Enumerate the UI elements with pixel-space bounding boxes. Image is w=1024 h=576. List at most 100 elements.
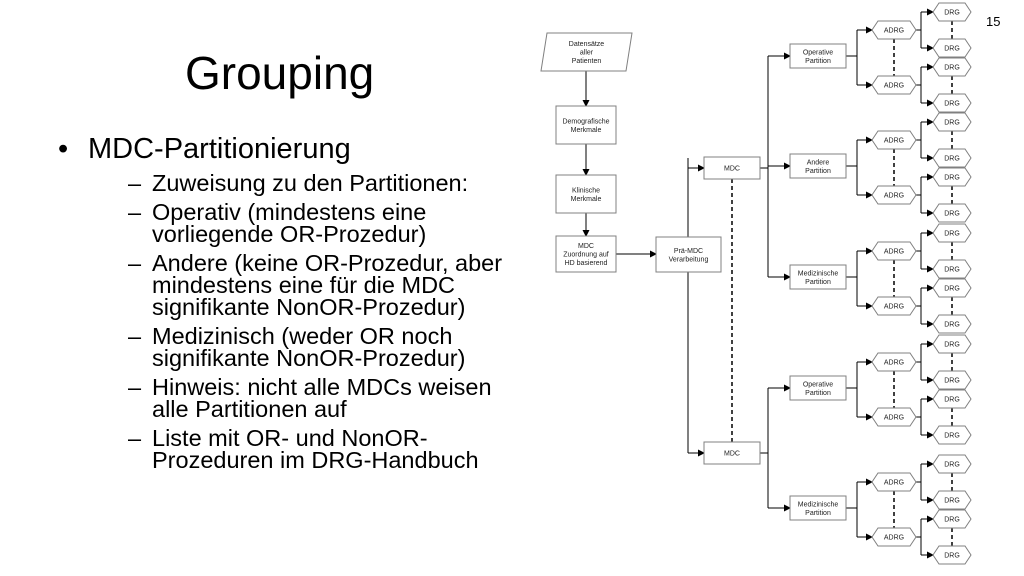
node-label: DRG xyxy=(944,517,960,524)
node-label: ADRG xyxy=(884,249,904,256)
node-label: Merkmale xyxy=(571,127,602,134)
node-label: Prä-MDC xyxy=(674,248,703,255)
hexagon-drg xyxy=(932,370,972,390)
box-demografische-merkmale xyxy=(555,105,617,145)
box-partition xyxy=(789,375,847,401)
dash-icon: – xyxy=(128,374,142,400)
node-label: Demografische xyxy=(562,118,609,125)
node-label: Merkmale xyxy=(571,196,602,203)
node-label: HD basierend xyxy=(565,260,608,267)
hexagon-adrg xyxy=(871,472,917,492)
dash-icon: – xyxy=(128,199,142,225)
node-label: DRG xyxy=(944,322,960,329)
hexagon-drg xyxy=(932,334,972,354)
node-label: Patienten xyxy=(572,58,602,65)
hexagon-adrg xyxy=(871,352,917,372)
hexagon-adrg xyxy=(871,20,917,40)
dash-icon: – xyxy=(128,323,142,349)
hexagon-drg xyxy=(932,93,972,113)
node-label: ADRG xyxy=(884,138,904,145)
hexagon-drg xyxy=(932,545,972,565)
node-label: DRG xyxy=(944,120,960,127)
box-mdc xyxy=(703,156,761,180)
node-label: DRG xyxy=(944,462,960,469)
box-mdc xyxy=(703,441,761,465)
hexagon-adrg xyxy=(871,407,917,427)
node-label: DRG xyxy=(944,286,960,293)
node-label: Datensätze xyxy=(569,41,605,48)
node-label: DRG xyxy=(944,231,960,238)
node-label: Verarbeitung xyxy=(669,256,709,263)
sub-bullet-list: –Zuweisung zu den Partitionen: –Operativ… xyxy=(88,170,533,473)
sub-bullet-text: Liste mit OR- und NonOR-Prozeduren im DR… xyxy=(152,425,479,473)
hexagon-drg xyxy=(932,148,972,168)
node-label: DRG xyxy=(944,175,960,182)
node-label: DRG xyxy=(944,433,960,440)
box-mdc-zuordnung xyxy=(555,235,617,273)
bullet-dot-icon: • xyxy=(58,133,69,165)
node-label: MDC xyxy=(724,166,740,173)
node-label: DRG xyxy=(944,101,960,108)
sub-bullet: –Operativ (mindestens eine vorliegende O… xyxy=(88,199,533,247)
node-label: DRG xyxy=(944,498,960,505)
node-label: Zuordnung auf xyxy=(563,252,609,259)
sub-bullet: –Hinweis: nicht alle MDCs weisen alle Pa… xyxy=(88,374,533,422)
node-label: ADRG xyxy=(884,83,904,90)
bullet-list: • MDC-Partitionierung –Zuweisung zu den … xyxy=(58,132,533,478)
node-label: Medizinische xyxy=(798,270,839,277)
box-partition xyxy=(789,495,847,521)
node-label: DRG xyxy=(944,156,960,163)
hexagon-drg xyxy=(932,389,972,409)
node-label: Partition xyxy=(805,510,831,517)
slide-number: 15 xyxy=(986,14,1001,29)
hexagon-adrg xyxy=(871,527,917,547)
hexagon-drg xyxy=(932,223,972,243)
dash-icon: – xyxy=(128,425,142,451)
box-klinische-merkmale xyxy=(555,174,617,214)
sub-bullet-text: Zuweisung zu den Partitionen: xyxy=(152,170,469,196)
node-label: MDC xyxy=(724,451,740,458)
bullet-main: • MDC-Partitionierung –Zuweisung zu den … xyxy=(58,132,533,473)
node-label: Partition xyxy=(805,279,831,286)
hexagon-drg xyxy=(932,490,972,510)
node-label: ADRG xyxy=(884,304,904,311)
node-label: DRG xyxy=(944,397,960,404)
node-label: Andere xyxy=(807,159,830,166)
hexagon-adrg xyxy=(871,75,917,95)
sub-bullet-text: Hinweis: nicht alle MDCs weisen alle Par… xyxy=(152,374,492,422)
box-pre-mdc-verarbeitung xyxy=(655,236,722,273)
node-label: aller xyxy=(580,50,594,57)
node-label: ADRG xyxy=(884,360,904,367)
node-label: ADRG xyxy=(884,28,904,35)
node-label: DRG xyxy=(944,10,960,17)
sub-bullet: –Medizinisch (weder OR noch signifikante… xyxy=(88,323,533,370)
node-label: ADRG xyxy=(884,480,904,487)
node-label: DRG xyxy=(944,65,960,72)
hexagon-drg xyxy=(932,278,972,298)
hexagon-adrg xyxy=(871,296,917,316)
hexagon-adrg xyxy=(871,185,917,205)
sub-bullet: –Liste mit OR- und NonOR-Prozeduren im D… xyxy=(88,425,533,473)
hexagon-drg xyxy=(932,314,972,334)
sub-bullet-text: Operativ (mindestens eine vorliegende OR… xyxy=(152,199,427,247)
dash-icon: – xyxy=(128,170,142,196)
node-label: Partition xyxy=(805,58,831,65)
hexagon-drg xyxy=(932,167,972,187)
hexagon-drg xyxy=(932,112,972,132)
node-label: DRG xyxy=(944,553,960,560)
dash-icon: – xyxy=(128,250,142,276)
node-label: Partition xyxy=(805,168,831,175)
node-label: DRG xyxy=(944,267,960,274)
sub-bullet-text: Andere (keine OR-Prozedur, aber mindeste… xyxy=(152,250,503,320)
box-partition xyxy=(789,264,847,290)
hexagon-drg xyxy=(932,38,972,58)
hexagon-drg xyxy=(932,454,972,474)
node-label: ADRG xyxy=(884,193,904,200)
box-partition xyxy=(789,43,847,69)
hexagon-drg xyxy=(932,2,972,22)
node-label: DRG xyxy=(944,342,960,349)
hexagon-adrg xyxy=(871,130,917,150)
node-label: Operative xyxy=(803,381,833,388)
node-label: MDC xyxy=(578,243,594,250)
